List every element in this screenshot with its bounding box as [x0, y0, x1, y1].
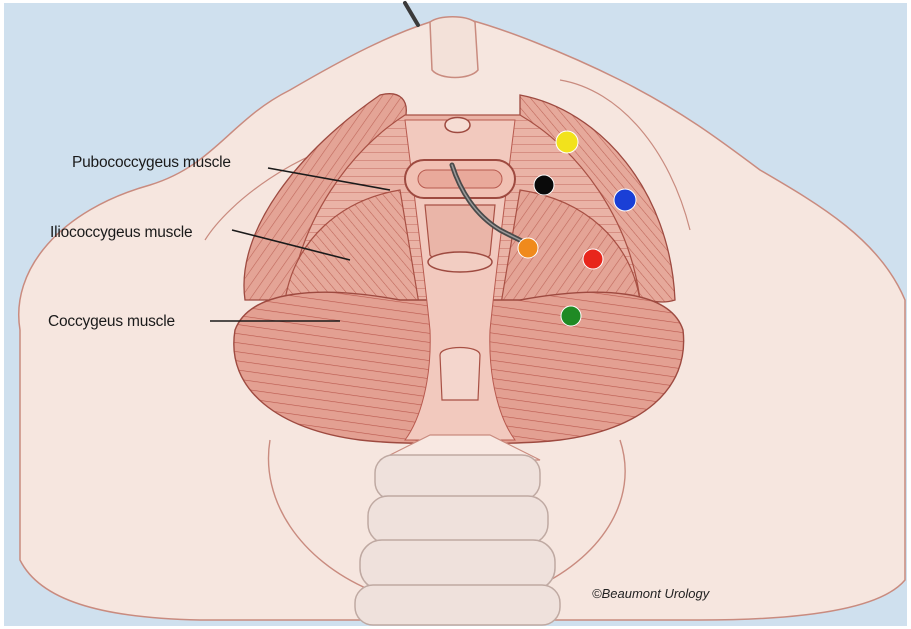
marker-blue: [614, 189, 636, 211]
iliococcygeus-label: Iliococcygeus muscle: [50, 224, 192, 241]
pubococcygeus-label: Pubococcygeus muscle: [72, 154, 231, 171]
rectal-opening: [428, 252, 492, 272]
sacral-vertebra-1: [375, 455, 540, 500]
urethral-opening: [445, 118, 470, 133]
marker-orange: [518, 238, 538, 258]
coccygeus-label: Coccygeus muscle: [48, 313, 175, 330]
sacral-vertebra-4: [355, 585, 560, 625]
marker-yellow: [556, 131, 578, 153]
marker-red: [583, 249, 603, 269]
marker-black: [534, 175, 554, 195]
marker-green: [561, 306, 581, 326]
sacral-vertebra-2: [368, 496, 548, 544]
pubic-symphysis: [430, 17, 478, 78]
anal-canal: [440, 348, 480, 401]
sacral-vertebra-3: [360, 540, 555, 590]
copyright-label: ©Beaumont Urology: [592, 586, 711, 601]
